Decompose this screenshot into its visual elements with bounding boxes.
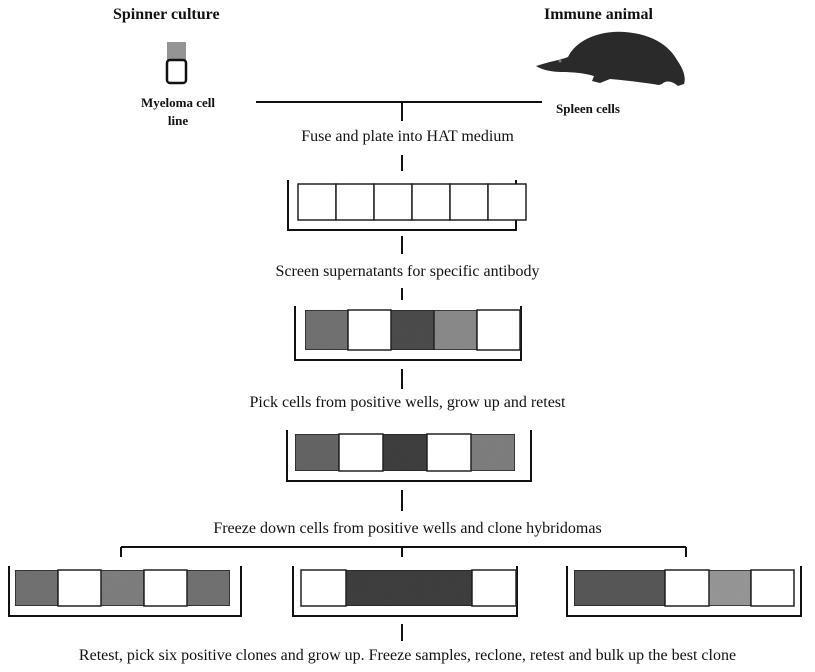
well-empty — [338, 433, 384, 472]
fusion-plate — [287, 180, 527, 231]
clone-plate-1 — [8, 566, 242, 617]
well-positive — [345, 569, 473, 607]
connector-lines — [120, 101, 687, 641]
plate-tray — [566, 566, 802, 617]
step-pick-cells: Pick cells from positive wells, grow up … — [249, 394, 566, 411]
plate-tray — [292, 566, 518, 617]
well-empty — [471, 569, 517, 607]
culture-vial-icon — [165, 42, 188, 85]
well-positive — [304, 309, 349, 351]
well-empty — [449, 183, 489, 221]
well-empty — [426, 433, 472, 472]
spleen-cells-label: Spleen cells — [556, 101, 620, 116]
step-screen-supernatants: Screen supernatants for specific antibod… — [275, 263, 540, 280]
well-empty — [300, 569, 347, 607]
well-empty — [297, 183, 337, 221]
clone-plate-3 — [566, 566, 802, 617]
step-freeze-and-clone: Freeze down cells from positive wells an… — [213, 520, 602, 537]
well-empty — [476, 309, 521, 351]
myeloma-caption-line1: Myeloma cell — [141, 95, 215, 110]
immune-animal-title: Immune animal — [544, 6, 653, 23]
well-positive — [100, 569, 145, 607]
well-positive — [390, 309, 435, 351]
well-empty — [664, 569, 710, 607]
well-positive — [708, 569, 752, 607]
well-empty — [487, 183, 527, 221]
step-fuse-and-plate: Fuse and plate into HAT medium — [301, 128, 514, 145]
well-positive — [573, 569, 666, 607]
well-positive — [186, 569, 231, 607]
spinner-culture-title: Spinner culture — [113, 6, 220, 23]
plates-layer — [8, 180, 802, 617]
rodent-icon — [536, 31, 685, 86]
retest-plate — [286, 430, 532, 482]
well-empty — [750, 569, 795, 607]
well-positive — [294, 433, 340, 472]
clone-plate-2 — [292, 566, 518, 617]
well-positive — [14, 569, 59, 607]
plate-tray — [286, 430, 532, 482]
well-empty — [335, 183, 375, 221]
plate-tray — [294, 306, 522, 361]
screen-plate — [294, 306, 522, 361]
well-empty — [411, 183, 451, 221]
well-positive — [382, 433, 428, 472]
step-retest-and-bulk-up: Retest, pick six positive clones and gro… — [78, 647, 737, 664]
well-positive — [433, 309, 478, 351]
myeloma-caption-line2: line — [167, 113, 189, 128]
plate-tray — [8, 566, 242, 617]
well-empty — [57, 569, 102, 607]
well-empty — [143, 569, 188, 607]
well-positive — [470, 433, 516, 472]
myeloma-cell-line-label: Myeloma cell line — [118, 94, 238, 130]
well-empty — [347, 309, 392, 351]
well-empty — [373, 183, 413, 221]
